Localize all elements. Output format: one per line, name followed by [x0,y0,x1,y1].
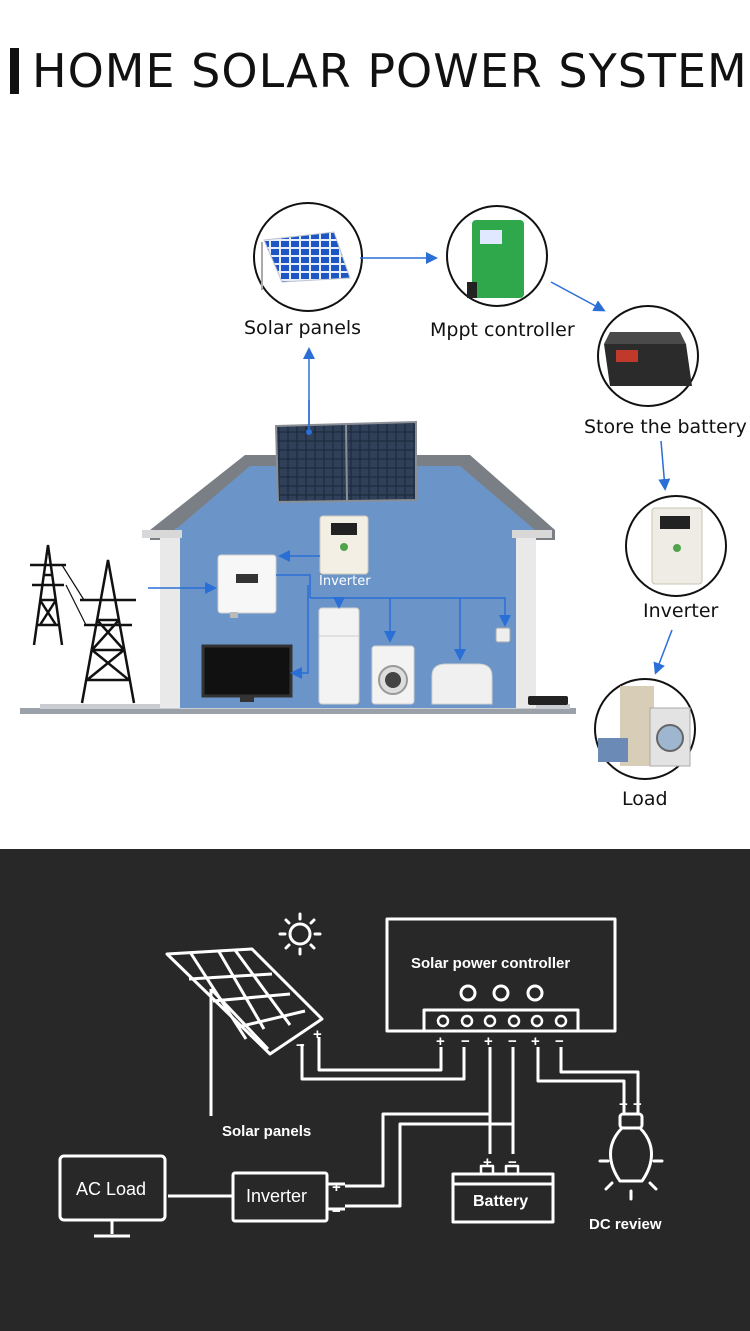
load-circle [594,678,696,780]
svg-text:+: + [313,1026,322,1043]
grid-inverter [217,554,277,618]
dc-review-label: DC review [589,1216,662,1233]
sun-icon [278,912,322,956]
bulb-icon [598,1112,664,1201]
battery-circle [597,305,699,407]
svg-text:−: − [461,1033,470,1050]
svg-text:−: − [332,1203,341,1220]
flow-arrows [303,252,673,675]
controller-label: Solar power controller [411,955,571,972]
wiring-solar-panels-label: Solar panels [222,1123,312,1140]
svg-text:−: − [633,1096,642,1113]
house-inverter [319,515,369,575]
svg-text:+: + [619,1096,628,1113]
wiring-inverter-label: Inverter [246,1186,308,1206]
svg-text:+: + [531,1033,540,1050]
solar-panels-circle [253,202,363,312]
wiring-diagram: +− +− +− −+ +− +− +− [58,912,664,1238]
battery-label: Battery [473,1193,529,1210]
mppt-controller-label: Mppt controller [430,319,575,341]
page-title: HOME SOLAR POWER SYSTEM [32,44,748,98]
power-towers [30,544,136,704]
ac-load-label: AC Load [76,1179,147,1199]
svg-text:+: + [332,1179,341,1196]
inverter-circle [625,495,727,597]
store-battery-label: Store the battery [584,416,747,438]
svg-text:−: − [296,1037,305,1054]
battery-box [451,1172,555,1224]
controller-box [385,917,617,1033]
inverter-label: Inverter [643,600,719,622]
load-label: Load [622,788,668,810]
solar-panels-label: Solar panels [244,317,362,339]
svg-text:−: − [555,1033,564,1050]
svg-text:+: + [483,1154,492,1171]
system-illustration [20,202,727,780]
wiring-diagram-section: +− +− +− −+ +− +− +− Solar power control… [0,849,750,1331]
panel-connection-dot [306,429,312,435]
ac-load-monitor-icon [58,1154,167,1238]
house-inverter-label: Inverter [319,574,371,589]
controller-terminals [422,1008,580,1033]
svg-text:+: + [436,1033,445,1050]
appliances [201,607,568,705]
roof-solar-panel [274,420,417,504]
polarity-signs: +− +− +− −+ +− +− +− [296,1026,642,1220]
terminal-screws [436,1014,568,1028]
title-accent-bar [10,48,19,94]
mppt-controller-circle [446,205,548,307]
svg-text:−: − [508,1154,517,1171]
svg-text:+: + [484,1033,493,1050]
controller-indicators [459,984,544,1002]
solar-panel-drawing [165,947,324,1116]
house-wiring [148,550,511,679]
svg-text:−: − [508,1033,517,1050]
